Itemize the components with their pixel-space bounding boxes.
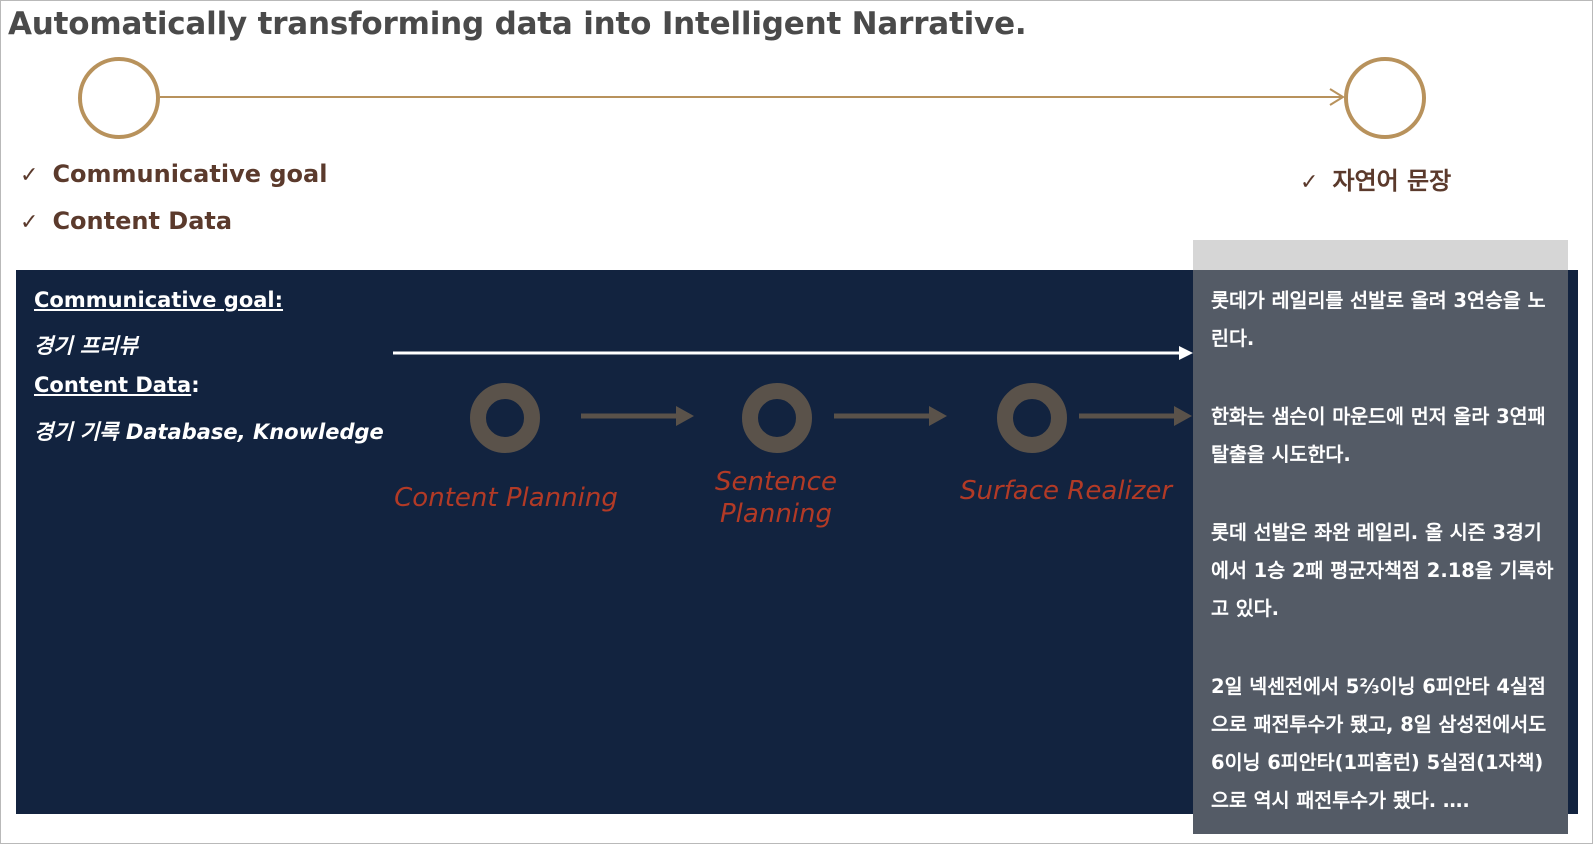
data-value: 경기 기록 Database, Knowledge (34, 420, 384, 444)
checkmark-icon: ✓ (20, 210, 39, 235)
pipeline-main-arrowhead (1179, 346, 1193, 360)
check-label: Communicative goal (52, 160, 328, 188)
article-paragraph: 한화는 샘슨이 마운드에 먼저 올라 3연패 탈출을 시도한다. (1211, 405, 1546, 466)
check-communicative-goal: ✓ Communicative goal (20, 160, 327, 188)
stage-arrowhead-1 (676, 406, 694, 426)
stage-label-sentence-planning: Sentence Planning (715, 467, 837, 529)
data-label: Content Data: (34, 373, 200, 397)
stage-arrowhead-2 (929, 406, 947, 426)
flow-arrowhead (1329, 88, 1345, 106)
slide-title: Automatically transforming data into Int… (8, 6, 1027, 42)
check-label: 자연어 문장 (1332, 167, 1452, 195)
start-circle-icon (78, 57, 160, 139)
end-circle-icon (1344, 57, 1426, 139)
pipeline-graphic (393, 346, 1193, 453)
stage-arrowhead-3 (1174, 406, 1192, 426)
article-paragraph: 롯데가 레일리를 선발로 올려 3연승을 노린다. (1211, 289, 1546, 350)
article-paragraph: 롯데 선발은 좌완 레일리. 올 시즌 3경기에서 1승 2패 평균자책점 2.… (1211, 521, 1554, 620)
goal-label: Communicative goal: (34, 288, 284, 312)
stage-label-surface-realizer: Surface Realizer (959, 476, 1173, 506)
stage-label-content-planning: Content Planning (394, 483, 618, 513)
check-label: Content Data (52, 207, 233, 235)
checkmark-icon: ✓ (1300, 170, 1319, 195)
content-planning-ring-icon (470, 383, 540, 453)
surface-realizer-ring-icon (997, 383, 1067, 453)
generated-article-panel: 롯데가 레일리를 선발로 올려 3연승을 노린다. 한화는 샘슨이 마운드에 먼… (1193, 240, 1568, 834)
result-panel-header (1193, 240, 1568, 270)
goal-value: 경기 프리뷰 (34, 334, 138, 358)
sentence-planning-ring-icon (742, 383, 812, 453)
check-content-data: ✓ Content Data (20, 207, 232, 235)
checkmark-icon: ✓ (20, 163, 39, 188)
check-output-sentence: ✓ 자연어 문장 (1300, 161, 1451, 196)
flow-top (78, 57, 1426, 139)
article-paragraph: 2일 넥센전에서 5⅔이닝 6피안타 4실점으로 패전투수가 됐고, 8일 삼성… (1211, 675, 1547, 812)
